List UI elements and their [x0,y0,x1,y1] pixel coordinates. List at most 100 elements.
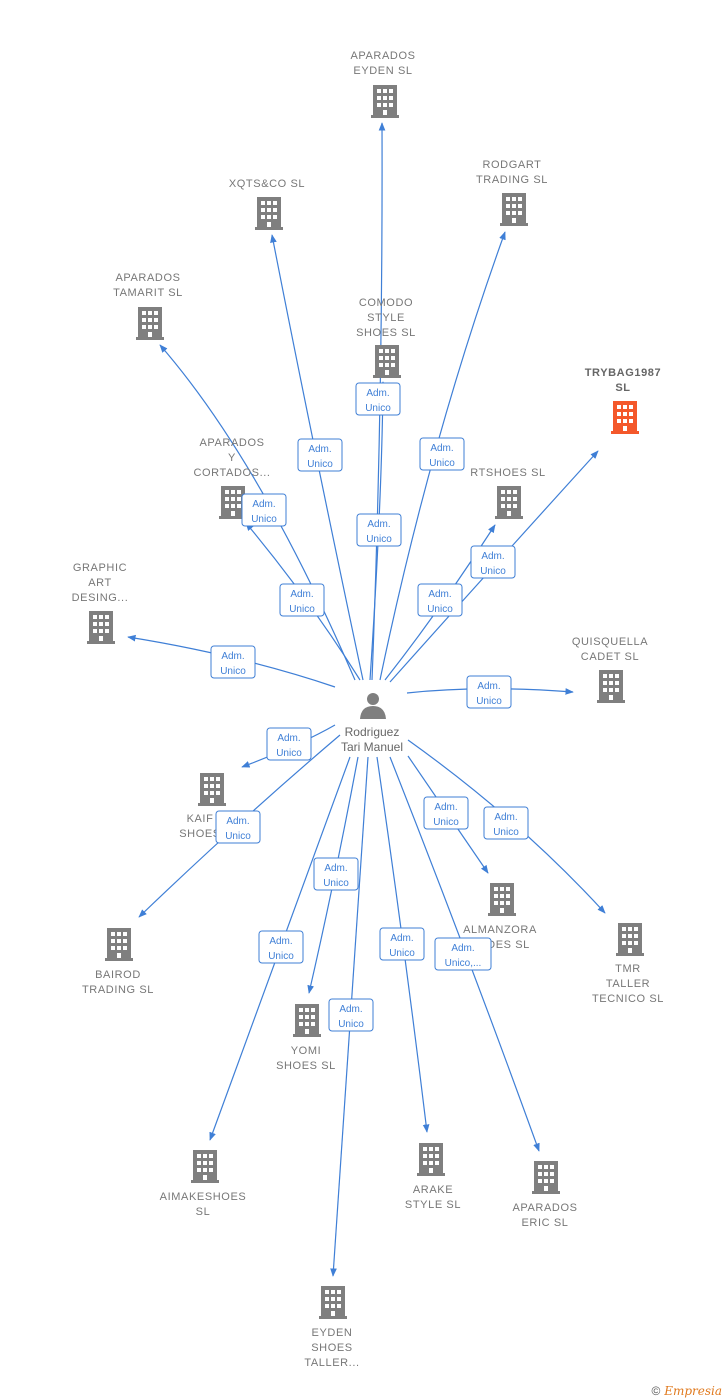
relation-label-aparados-eric[interactable]: Adm.Unico,... [434,937,492,971]
relation-label-line: Adm. [324,863,347,874]
building-icon [105,928,133,961]
relation-label-line: Adm. [390,933,413,944]
relation-label-line: Unico [220,666,246,677]
building-icon [87,611,115,644]
relation-label-aparados-tamarit[interactable]: Adm.Unico [241,493,287,527]
relation-label-quisquella[interactable]: Adm.Unico [466,675,512,709]
company-label-line: COMODO [359,297,413,309]
relation-label-text: Adm.Unico [220,651,246,677]
relation-label-line: Adm. [451,943,474,954]
company-label-line: CORTADOS... [193,467,270,479]
company-label-line: KAIF [187,813,214,825]
relation-label-line: Unico [429,458,455,469]
building-icon [500,193,528,226]
company-node-aparados-tamarit[interactable]: APARADOS TAMARIT SL [113,272,183,340]
company-label-line: APARADOS [115,272,180,284]
building-icon [293,1004,321,1037]
relation-label-text: Adm.Unico [366,519,392,545]
company-label-line: STYLE [367,312,405,324]
relation-label-line: Adm. [308,444,331,455]
relation-label-trybag[interactable]: Adm.Unico [470,545,516,579]
company-label-line: BAIROD [95,969,141,981]
relation-label-tmr[interactable]: Adm.Unico [483,806,529,840]
copyright-symbol: © [651,1384,661,1398]
relation-label-aimakeshoes[interactable]: Adm.Unico [258,930,304,964]
relation-label-eyden-taller[interactable]: Adm.Unico [328,998,374,1032]
relation-label-arake[interactable]: Adm.Unico [379,927,425,961]
relation-label-line: Unico [289,604,315,615]
relation-label-line: Adm. [277,733,300,744]
relation-label-text: Adm.Unico [429,443,455,469]
relation-label-aparados-eyden[interactable]: Adm.Unico [355,382,401,416]
company-label-line: SL [196,1206,211,1218]
company-label-line: YOMI [291,1045,322,1057]
company-label-line: TAMARIT SL [113,287,183,299]
company-label: RTSHOES SL [470,467,546,479]
relation-label-box [241,493,287,527]
relation-label-box [355,382,401,416]
relation-label-xqts[interactable]: Adm.Unico [297,438,343,472]
company-label-line: APARADOS [199,437,264,449]
relation-label-text: Adm.Unico [251,499,277,525]
relation-label-text: Adm.Unico [493,812,519,838]
relation-label-box [356,513,402,547]
relation-label-line: Unico [225,831,251,842]
building-icon [488,883,516,916]
relation-label-text: Adm.Unico [307,444,333,470]
relation-label-yomi[interactable]: Adm.Unico [313,857,359,891]
building-icon [616,923,644,956]
relation-label-box [328,998,374,1032]
relation-label-almanzora[interactable]: Adm.Unico [423,796,469,830]
building-icon [319,1286,347,1319]
company-label-line: RODGART [482,159,541,171]
company-label-line: ART [88,577,112,589]
company-label-line: SHOES [311,1342,353,1354]
building-icon [255,197,283,230]
relation-label-aparados-cortados[interactable]: Adm.Unico [279,583,325,617]
relation-label-box [215,810,261,844]
relation-label-line: Unico [366,534,392,545]
relation-label-line: Adm. [477,681,500,692]
relation-label-box [419,437,465,471]
relation-edge-aparados-tamarit [159,344,356,681]
relation-label-rtshoes[interactable]: Adm.Unico [417,583,463,617]
company-node-rtshoes[interactable]: RTSHOES SL [470,467,546,519]
relation-label-text: Adm.Unico [480,551,506,577]
relation-label-line: Adm. [428,589,451,600]
relation-label-line: Unico [268,951,294,962]
relation-label-rodgart[interactable]: Adm.Unico [419,437,465,471]
company-node-xqts[interactable]: XQTS&CO SL [229,178,305,230]
building-icon [191,1150,219,1183]
relation-label-text: Adm. Unico [225,816,251,842]
relation-label-text: Adm.Unico [323,863,349,889]
person-name-line: Rodriguez [345,725,400,739]
relation-label-line: Unico [480,566,506,577]
relation-label-kaif[interactable]: Adm.Unico [266,727,312,761]
relation-label-bairod[interactable]: Adm. Unico [215,810,261,844]
company-label-line: TRYBAG1987 [585,367,662,379]
relation-label-line: Adm. [226,816,249,827]
relation-label-line: Adm. [434,802,457,813]
relation-label-graphic[interactable]: Adm.Unico [210,645,256,679]
relation-label-comodo[interactable]: Adm.Unico [356,513,402,547]
